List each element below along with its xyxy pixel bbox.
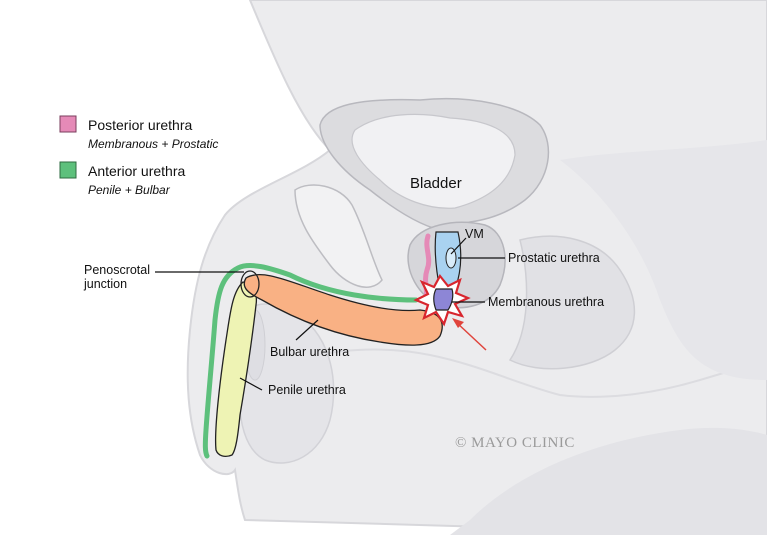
- penile-urethra: [214, 281, 258, 457]
- hip-shadow: [560, 140, 767, 380]
- legend-anterior-title: Anterior urethra: [88, 163, 185, 179]
- leader-vm: [450, 237, 467, 255]
- membranous-urethra: [433, 288, 454, 311]
- injury-arrow: [452, 318, 487, 351]
- copyright-text: © MAYO CLINIC: [455, 435, 575, 451]
- bulbar-urethra-label: Bulbar urethra: [270, 345, 349, 359]
- vm-label: VM: [465, 227, 484, 241]
- bladder-label: Bladder: [410, 175, 462, 192]
- prostatic-urethra-label: Prostatic urethra: [508, 251, 600, 265]
- verumontanum: [445, 247, 457, 269]
- anterior-urethra-green-line: [202, 263, 419, 459]
- legend-anterior-swatch: [59, 161, 77, 179]
- bladder: Bladder: [319, 97, 550, 231]
- leader-bulbar: [295, 319, 319, 341]
- legend-posterior-title: Posterior urethra: [88, 117, 192, 133]
- penile-urethra-label: Penile urethra: [268, 383, 346, 397]
- rectum: [508, 235, 636, 370]
- membranous-urethra-label: Membranous urethra: [488, 295, 604, 309]
- legend-anterior-subtitle: Penile + Bulbar: [88, 183, 171, 197]
- thigh-shadow: [450, 427, 767, 535]
- legend-posterior-subtitle: Membranous + Prostatic: [88, 137, 218, 151]
- leg-contour: [299, 348, 767, 398]
- pubic-bone: [294, 184, 383, 288]
- bladder-lumen: [351, 113, 516, 209]
- legend-posterior-swatch: [59, 115, 77, 133]
- penoscrotal-label-line1: Penoscrotal: [84, 263, 150, 277]
- penoscrotal-junction-marker: [240, 270, 260, 298]
- leader-penile: [239, 377, 263, 391]
- leader-lines: [155, 237, 505, 391]
- penoscrotal-label-line2: junction: [83, 277, 127, 291]
- legend: Posterior urethra Membranous + Prostatic…: [59, 115, 218, 197]
- bulbar-urethra: [243, 274, 443, 346]
